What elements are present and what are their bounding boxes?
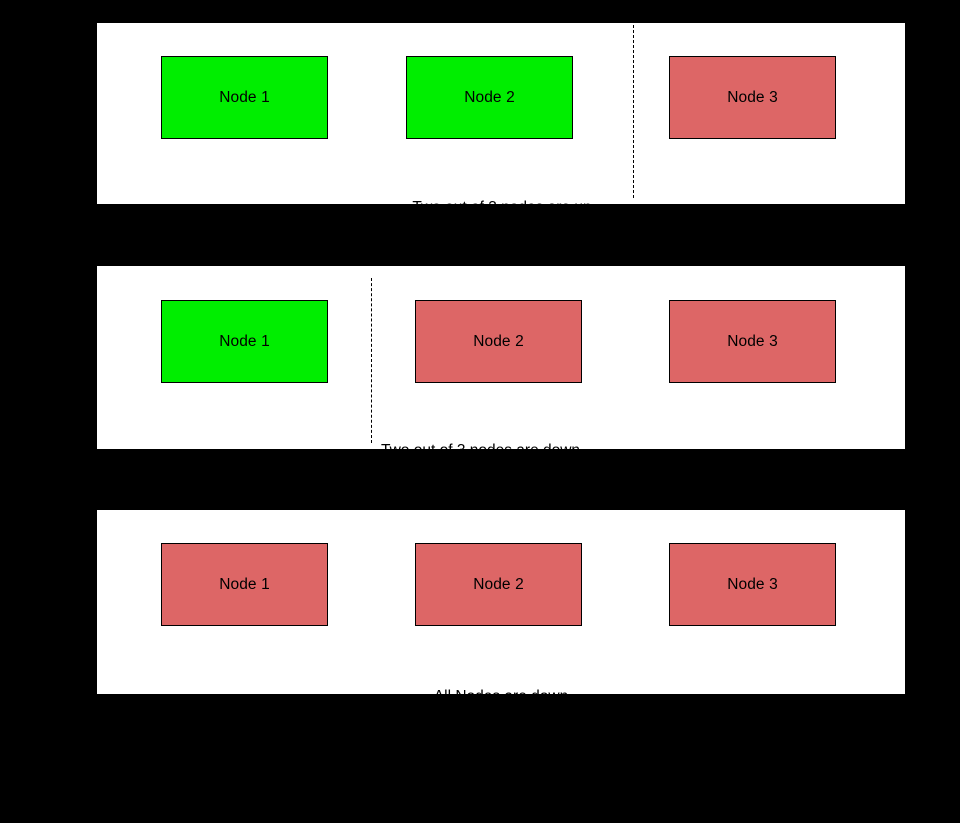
node-label: Node 3 [727,88,778,106]
node-box-3[interactable]: Node 3 [669,56,836,139]
node-label: Node 2 [473,575,524,593]
panel-caption: All Nodes are down Majority Fails & Clus… [97,639,905,823]
node-box-2[interactable]: Node 2 [415,300,582,383]
quorum-divider-dashed-line [371,278,372,443]
node-label: Node 1 [219,575,270,593]
caption-line-1: Two out of 3 nodes are up [412,199,592,216]
node-label: Node 2 [464,88,515,106]
node-box-1[interactable]: Node 1 [161,300,328,383]
caption-line-1: All Nodes are down [433,688,569,705]
quorum-divider-dashed-line [633,25,634,198]
node-label: Node 1 [219,332,270,350]
caption-line-1: Two out of 3 nodes are down [381,442,581,459]
node-box-2[interactable]: Node 2 [406,56,573,139]
node-box-3[interactable]: Node 3 [669,543,836,626]
diagram-canvas: Node 1 Node 2 Node 3 Two out of 3 nodes … [97,23,905,774]
scenario-panel-all-nodes-down: Node 1 Node 2 Node 3 All Nodes are down … [97,510,905,774]
node-box-1[interactable]: Node 1 [161,543,328,626]
node-box-2[interactable]: Node 2 [415,543,582,626]
node-label: Node 2 [473,332,524,350]
node-label: Node 3 [727,332,778,350]
node-box-3[interactable]: Node 3 [669,300,836,383]
caption-line-2: Majority Fails & Cluster Stops [399,757,603,774]
node-label: Node 3 [727,575,778,593]
scenario-panel-majority-wins: Node 1 Node 2 Node 3 Two out of 3 nodes … [97,23,905,285]
node-label: Node 1 [219,88,270,106]
node-box-1[interactable]: Node 1 [161,56,328,139]
scenario-panel-majority-fails-two-down: Node 1 Node 2 Node 3 Two out of 3 nodes … [97,266,905,528]
